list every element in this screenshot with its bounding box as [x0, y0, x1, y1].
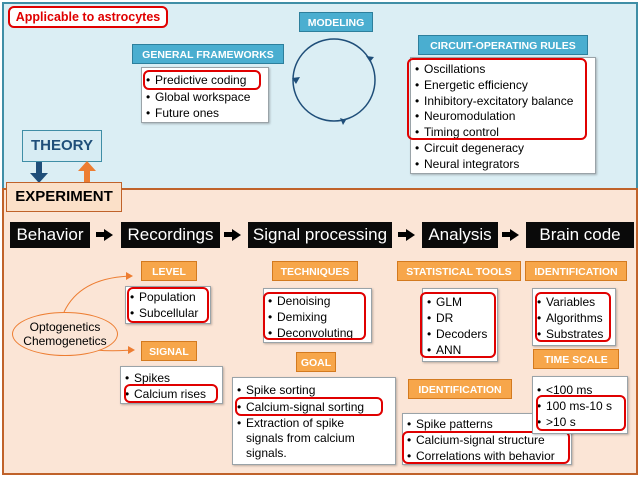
list-item: •Oscillations: [415, 62, 486, 76]
time-scale-highlight: [536, 395, 626, 431]
techniques-list: •Denoising •Demixing •Deconvoluting: [263, 288, 372, 343]
flow-arrow-icon: [232, 229, 241, 241]
optogenetics-label: Optogenetics: [29, 320, 101, 334]
analysis-identification-highlight: [402, 431, 570, 464]
statistical-tools-list: •GLM •DR •Decoders •ANN: [422, 288, 498, 362]
list-item: •Neuromodulation: [415, 109, 516, 123]
theory-label: THEORY: [22, 130, 102, 162]
list-item: •Calcium-signal sorting: [237, 400, 365, 414]
list-item: •Calcium-signal structure: [407, 433, 545, 447]
goal-tag: GOAL: [296, 352, 336, 372]
list-item: •Substrates: [537, 327, 604, 341]
theory-experiment-arrows-icon: [30, 161, 96, 183]
analysis-identification-tag: IDENTIFICATION: [408, 379, 512, 399]
level-highlight: [127, 287, 209, 323]
signal-tag: SIGNAL: [141, 341, 197, 361]
list-item: •Spike sorting: [237, 383, 316, 397]
modeling-cycle-icon: [292, 38, 376, 125]
list-item: •ANN: [427, 343, 462, 357]
list-item: •Future ones: [146, 106, 220, 120]
list-item: •Global workspace: [146, 90, 251, 104]
list-item: •Deconvoluting: [268, 326, 354, 340]
list-item: •100 ms-10 s: [537, 399, 613, 413]
list-item: •DR: [427, 311, 454, 325]
flow-arrow-stem: [502, 232, 510, 237]
list-item: •Decoders: [427, 327, 488, 341]
calcium-rises-highlight: [124, 384, 218, 403]
chemogenetics-label: Chemogenetics: [23, 334, 107, 348]
list-item: •Denoising: [268, 294, 331, 308]
flow-arrow-stem: [224, 232, 232, 237]
stage-brain-code: Brain code: [526, 222, 634, 248]
list-item: •Extraction of spike: [237, 416, 345, 430]
flow-arrow-icon: [104, 229, 113, 241]
general-frameworks-tag: GENERAL FRAMEWORKS: [132, 44, 284, 64]
list-item: signals from calcium: [246, 431, 355, 445]
list-item: •Energetic efficiency: [415, 78, 528, 92]
circuit-rules-list: •Oscillations •Energetic efficiency •Inh…: [410, 57, 596, 174]
list-item: •Calcium rises: [125, 387, 207, 401]
calcium-signal-sorting-highlight: [235, 397, 383, 416]
list-item: •Spikes: [125, 371, 171, 385]
modeling-tag: MODELING: [299, 12, 373, 32]
flow-arrow-stem: [96, 232, 104, 237]
analysis-identification-list: •Spike patterns •Calcium-signal structur…: [402, 413, 572, 465]
brain-identification-highlight: [535, 292, 611, 342]
list-item: signals.: [246, 446, 287, 460]
experiment-label: EXPERIMENT: [6, 182, 122, 212]
stage-behavior: Behavior: [10, 222, 90, 248]
flow-arrow-icon: [510, 229, 519, 241]
stage-signal-processing: Signal processing: [248, 222, 392, 248]
flow-arrow-stem: [398, 232, 406, 237]
list-item: •Circuit degeneracy: [415, 141, 525, 155]
list-item: •Algorithms: [537, 311, 603, 325]
list-item: •GLM: [427, 295, 463, 309]
predictive-coding-highlight: [143, 70, 261, 90]
list-item: •<100 ms: [537, 383, 593, 397]
list-item: •Population: [130, 290, 196, 304]
goal-list: •Spike sorting •Calcium-signal sorting •…: [232, 377, 396, 465]
techniques-highlight: [263, 292, 366, 340]
applicable-astrocytes-label: Applicable to astrocytes: [8, 6, 168, 28]
techniques-tag: TECHNIQUES: [272, 261, 358, 281]
circuit-rules-tag: CIRCUIT-OPERATING RULES: [418, 35, 588, 55]
list-item: •Spike patterns: [407, 417, 493, 431]
list-item: •Variables: [537, 295, 596, 309]
brain-identification-list: •Variables •Algorithms •Substrates: [532, 288, 616, 346]
statistical-tools-tag: STATISTICAL TOOLS: [397, 261, 521, 281]
list-item: •Demixing: [268, 310, 328, 324]
optogenetics-ellipse: Optogenetics Chemogenetics: [12, 312, 118, 356]
list-item: •Inhibitory-excitatory balance: [415, 94, 574, 108]
list-item: •Correlations with behavior: [407, 449, 555, 463]
circuit-rules-highlight: [407, 58, 587, 140]
general-frameworks-list: •Predictive coding •Global workspace •Fu…: [141, 67, 269, 123]
list-item: •Neural integrators: [415, 157, 520, 171]
list-item: •Timing control: [415, 125, 499, 139]
level-list: •Population •Subcellular: [125, 286, 211, 324]
stage-recordings: Recordings: [121, 222, 220, 248]
stage-analysis: Analysis: [422, 222, 498, 248]
brain-identification-tag: IDENTIFICATION: [525, 261, 627, 281]
list-item: •Subcellular: [130, 306, 199, 320]
level-tag: LEVEL: [141, 261, 197, 281]
time-scale-tag: TIME SCALE: [533, 349, 619, 369]
time-scale-list: •<100 ms •100 ms-10 s •>10 s: [532, 376, 628, 434]
list-item: •Predictive coding: [146, 73, 247, 87]
list-item: •>10 s: [537, 415, 576, 429]
flow-arrow-icon: [406, 229, 415, 241]
statistical-tools-highlight: [420, 292, 496, 358]
